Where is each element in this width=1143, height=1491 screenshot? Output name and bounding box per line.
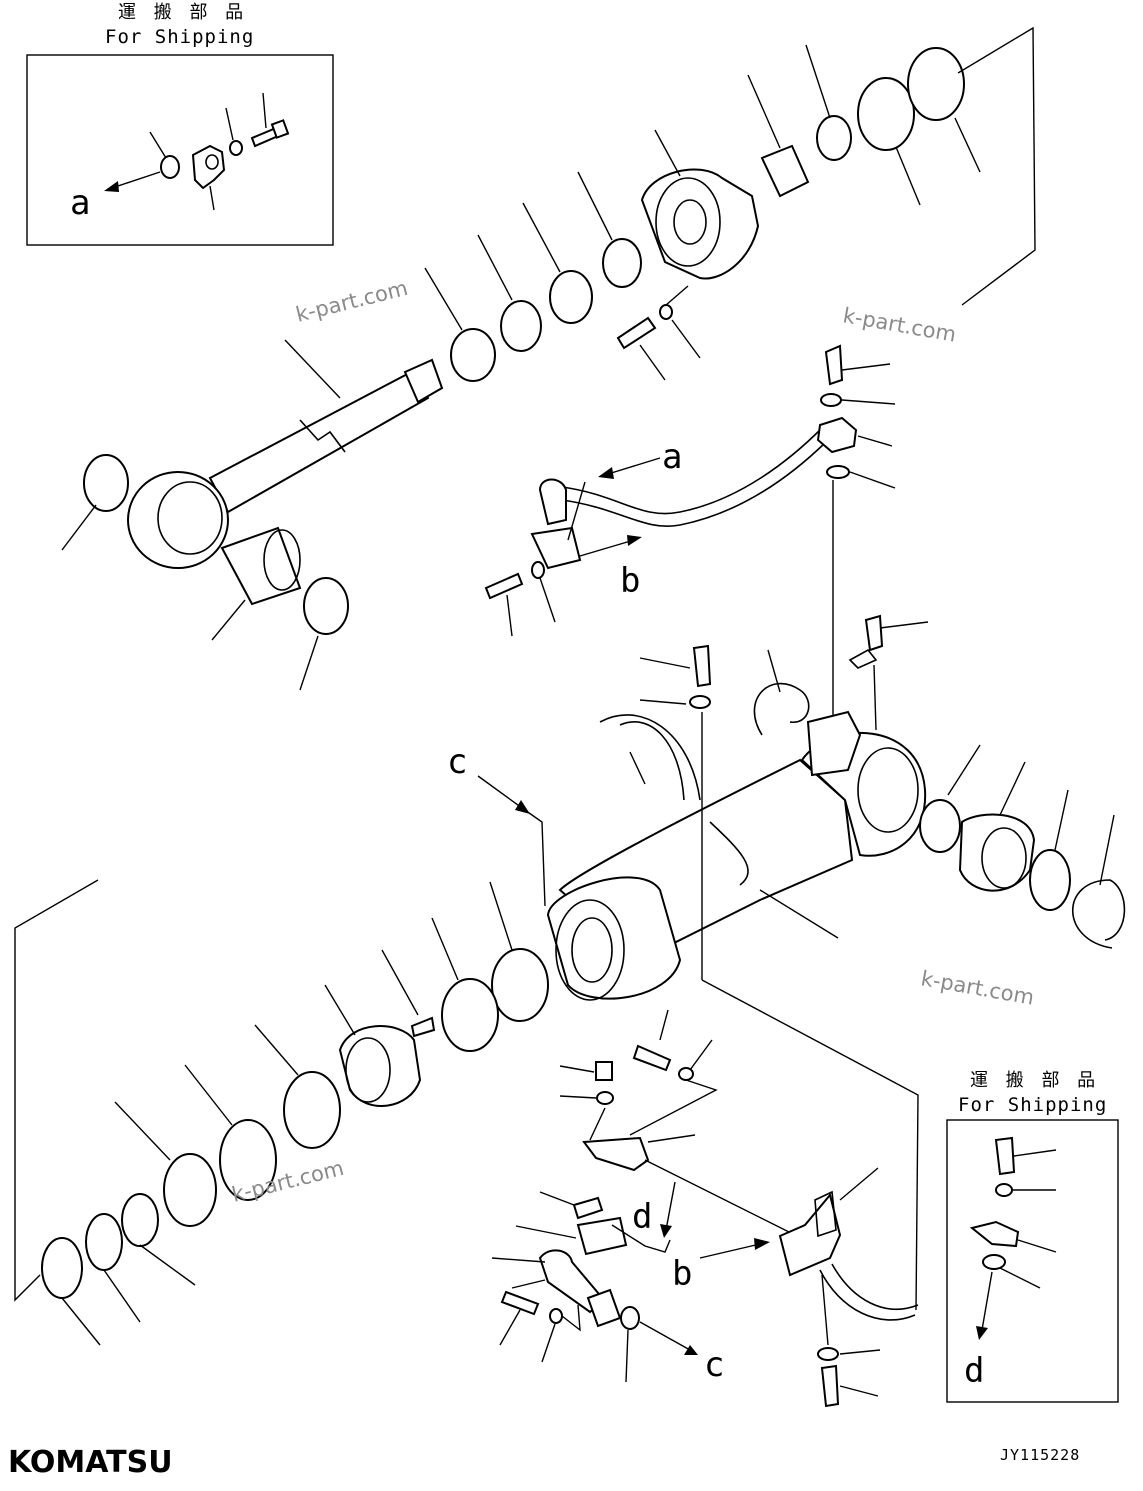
nut-ring: [41, 1237, 83, 1299]
set-screw: [410, 1016, 436, 1038]
pipe-block: [816, 416, 858, 454]
pipe-elbow: [538, 478, 567, 526]
piston-ring-2: [441, 978, 499, 1052]
washer: [229, 140, 243, 156]
bottom-bracket-assembly: c d b: [491, 1009, 919, 1408]
plug: [864, 614, 884, 652]
tube-flange: [546, 876, 682, 1000]
pipe-assembly: a b: [484, 344, 896, 735]
flange-washer: [549, 1308, 563, 1324]
band-bolt: [820, 1364, 840, 1408]
rod-eye: [127, 471, 229, 569]
callout-d-shipping: d: [964, 1351, 984, 1391]
shipping-box-frame: [26, 54, 334, 246]
backup-ring-head: [907, 47, 965, 121]
komatsu-logo: KOMATSU: [8, 1445, 173, 1480]
callout-b-bracket: b: [672, 1254, 692, 1294]
callout-c-cylinder: c: [447, 742, 467, 782]
cushion-ring: [121, 1193, 159, 1247]
o-ring-bottom: [620, 1306, 640, 1330]
shipping-washer: [995, 1183, 1013, 1197]
shipping-title-jp: 運 搬 部 品: [118, 2, 249, 23]
band-washer: [817, 1347, 839, 1361]
clamp-bolt: [692, 644, 712, 688]
small-bracket: [582, 1136, 650, 1172]
wear-ring: [602, 238, 642, 288]
callout-a-shipping: a: [70, 183, 90, 223]
piston-seal: [283, 1071, 341, 1149]
shipping-title-en: For Shipping: [105, 26, 254, 48]
stopper: [85, 1213, 123, 1271]
callout-a-pipe: a: [662, 437, 682, 477]
shipping-o-ring: [982, 1254, 1006, 1270]
bracket-bolt: [632, 1044, 672, 1072]
shipping-title-jp-right: 運 搬 部 品: [970, 1070, 1101, 1091]
o-ring: [160, 155, 180, 179]
cylinder-tube-assembly: c: [447, 614, 1126, 1311]
washer-bracket: [596, 1091, 614, 1105]
wear-ring-1: [219, 1119, 277, 1201]
nut: [595, 1061, 613, 1081]
clamp-washer: [689, 695, 711, 709]
piston-ring-1: [491, 948, 549, 1022]
wear-ring-2: [163, 1153, 217, 1227]
dust-seal-left: [83, 454, 129, 512]
cylinder-head: [640, 168, 760, 280]
clip: [572, 1196, 604, 1220]
shipping-box-frame-right: [946, 1119, 1119, 1403]
shipping-bolt: [994, 1136, 1016, 1176]
shipping-title-en-right: For Shipping: [958, 1094, 1107, 1116]
o-ring-head: [857, 77, 915, 151]
piston: [338, 1025, 422, 1107]
rod-thread: [403, 358, 444, 404]
pipe-bolt: [484, 572, 524, 600]
rod-packing: [500, 300, 542, 352]
pin-seal-outer: [1029, 849, 1071, 911]
pin-bushing: [958, 813, 1036, 892]
head-bushing: [760, 144, 810, 198]
snap-ring: [816, 115, 852, 161]
pipe-flange-bottom: [586, 1288, 622, 1328]
rod-assembly: [61, 26, 1036, 691]
pin-seal-inner: [919, 799, 961, 853]
watermark: k-part.com: [841, 303, 958, 346]
shipping-box-right: 運 搬 部 品 For Shipping d: [946, 1070, 1119, 1403]
dust-seal-right: [303, 577, 349, 635]
large-bracket: [778, 1192, 842, 1277]
shipping-flange: [969, 1220, 1020, 1248]
block-o-ring: [826, 465, 850, 479]
callout-d-bracket: d: [632, 1197, 652, 1237]
shipping-box-left: 運 搬 部 品 For Shipping a: [26, 2, 334, 246]
elbow-block: [576, 1216, 628, 1256]
piston-assembly: [14, 879, 549, 1346]
rod-bushing: [220, 526, 302, 606]
block-washer: [820, 393, 842, 407]
callout-c-flange: c: [704, 1345, 724, 1385]
head-bolt: [616, 316, 657, 350]
buffer-ring: [549, 270, 593, 324]
flange-bolt: [500, 1290, 540, 1316]
watermark: k-part.com: [919, 966, 1036, 1009]
piston-rod: [208, 368, 430, 514]
head-washer: [659, 304, 673, 320]
block-bolt: [824, 344, 844, 386]
watermark: k-part.com: [293, 276, 410, 327]
callout-b-pipe: b: [620, 561, 640, 601]
backup-ring: [450, 328, 496, 382]
tube-port: [806, 710, 862, 777]
pipe-washer: [531, 561, 545, 579]
drawing-code: JY115228: [1000, 1446, 1080, 1464]
